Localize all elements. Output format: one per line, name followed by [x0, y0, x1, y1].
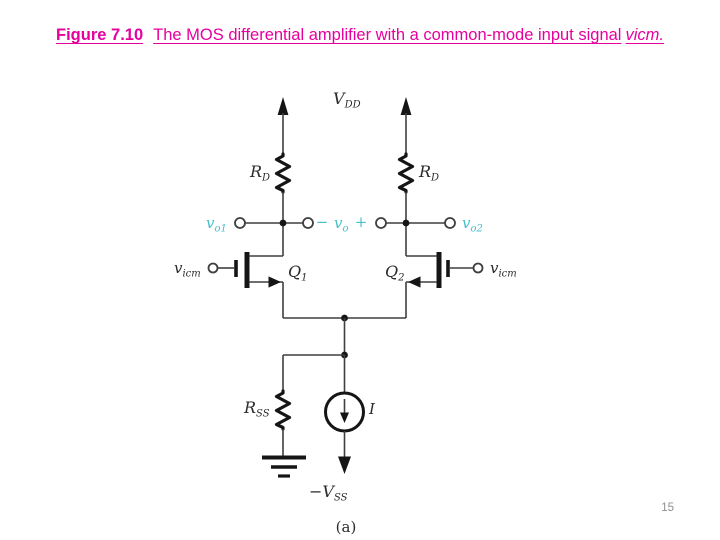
terminal-circle	[375, 217, 387, 229]
figure-caption-variable: vicm.	[625, 26, 664, 44]
rd-left-label: RD	[249, 162, 270, 184]
terminal-circle	[444, 217, 456, 229]
resistor-zigzag	[397, 152, 415, 194]
vo-label: vo	[334, 214, 349, 235]
vo-plus-sign: +	[355, 213, 368, 231]
rss-resistor	[274, 355, 292, 456]
page-number: 15	[661, 502, 674, 514]
resistor-zigzag	[274, 389, 292, 431]
terminal-circle	[302, 217, 314, 229]
resistor-zigzag	[274, 152, 292, 194]
vo1-label: vo1	[206, 214, 227, 235]
rd-right-label: RD	[418, 162, 439, 184]
transistor-q1	[207, 252, 284, 318]
terminal-circle	[207, 262, 219, 274]
vo-minus-sign: −	[316, 213, 329, 231]
current-source	[324, 355, 365, 474]
subfigure-label: (a)	[336, 518, 357, 536]
junction-dot	[279, 219, 287, 227]
neg-vss-label: −VSS	[309, 482, 348, 504]
up-arrow-icon	[400, 97, 412, 115]
q2-label: Q2	[385, 262, 405, 284]
terminal-circle	[472, 262, 484, 274]
rd-right-resistor	[397, 152, 415, 223]
vdd-rail-right	[400, 97, 412, 154]
source-arrow-icon	[408, 276, 421, 288]
vicm-right-label: vicm	[490, 259, 517, 280]
terminal-circle	[234, 217, 246, 229]
figure-number: Figure 7.10	[56, 26, 144, 44]
ground-symbol-icon	[262, 455, 306, 478]
q1-label: Q1	[288, 262, 308, 284]
vicm-left-label: vicm	[174, 259, 201, 280]
up-arrow-icon	[277, 97, 289, 115]
current-arrow-icon	[340, 412, 349, 423]
output-node-row	[234, 217, 456, 256]
down-arrow-icon	[338, 456, 351, 474]
rss-label: RSS	[243, 398, 270, 420]
transistor-q2	[405, 252, 484, 318]
source-rail	[283, 314, 406, 359]
junction-dot	[402, 219, 410, 227]
vo2-label: vo2	[462, 214, 483, 235]
figure-caption-text: The MOS differential amplifier with a co…	[153, 26, 622, 44]
source-arrow-icon	[268, 276, 281, 288]
vdd-label: VDD	[333, 89, 361, 111]
current-source-label: I	[368, 400, 376, 418]
rd-left-resistor	[274, 152, 292, 223]
figure-caption: Figure 7.10 The MOS differential amplifie…	[0, 26, 720, 45]
vdd-rail-left	[277, 97, 289, 154]
